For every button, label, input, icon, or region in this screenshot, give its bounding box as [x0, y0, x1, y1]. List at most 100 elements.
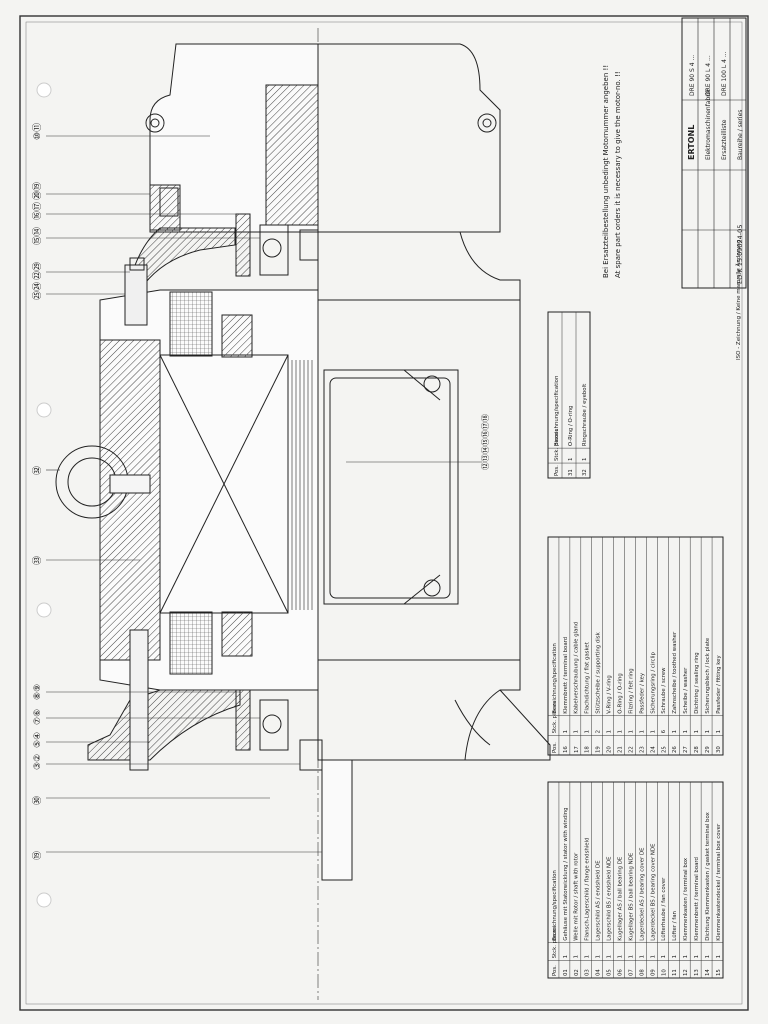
table-cell: Flansch-Lagerschild / flange endshield	[585, 837, 591, 940]
table-cell: 22	[628, 746, 634, 753]
table-cell: 1	[705, 730, 711, 733]
callouts-top: ⑩⑪ ⑳⑲ ⑯⑰ ⑮⑭ ㉒㉙ ㉕㉔	[32, 123, 260, 300]
parts-table-3: Pos.Stck. piecesBezeichnung/specificatio…	[547, 311, 591, 479]
table-header-cell: Stck. pieces	[552, 926, 558, 959]
table-cell: O-Ring / O-ring	[618, 673, 624, 714]
table-cell: 26	[672, 746, 678, 753]
table-cell: 1	[563, 955, 569, 958]
table-cell: 1	[694, 730, 700, 733]
table-header-cell: Pos.	[552, 742, 558, 753]
table-cell: 23	[639, 746, 645, 753]
table-cell: Sicherungsring / circlip	[650, 652, 656, 714]
table-cell: 1	[650, 955, 656, 958]
table-cell: 1	[683, 730, 689, 733]
table-cell: 01	[563, 969, 569, 976]
table-cell: 11	[672, 969, 678, 976]
table-cell: 1	[563, 730, 569, 733]
table-cell: 1	[716, 955, 722, 958]
table-cell: 1	[607, 955, 613, 958]
table-cell: Kabelverschraubung / cable gland	[574, 622, 580, 714]
table-cell: 09	[650, 969, 656, 976]
table-cell: 1	[672, 730, 678, 733]
company-name: ERTONL	[687, 125, 696, 160]
title-block: ERTONL Elektromaschinenfabrik Ersatzteil…	[681, 17, 747, 360]
callout-bottom-5: ㉚	[32, 796, 43, 805]
table-cell: 1	[568, 458, 574, 461]
table-cell: 1	[618, 730, 624, 733]
table-cell: Dichtung Klemmenkasten / gasket terminal…	[705, 811, 711, 940]
table-cell: 31	[568, 469, 574, 476]
table-cell: 1	[683, 955, 689, 958]
table-header-cell: Pos.	[554, 465, 560, 476]
table-cell: Dichtring / sealing ring	[694, 652, 700, 713]
type-1: DRE 90 S 4 ...	[689, 55, 696, 96]
table-cell: 1	[639, 730, 645, 733]
table-cell: 19	[596, 746, 602, 753]
callout-bottom-3: ⑤④	[33, 732, 43, 748]
table-cell: 13	[694, 969, 700, 976]
table-cell: Filzring / felt ring	[628, 668, 634, 713]
table-cell: Klemmenkastendeckel / terminal box cover	[716, 823, 722, 941]
table-cell: 17	[574, 746, 580, 753]
callouts-bottom: ⑧⑨ ⑦⑥ ⑤④ ③② ㉚ ⑲	[32, 684, 322, 860]
drawing-title: Ersatzteilliste	[721, 119, 728, 160]
table-cell: 1	[585, 955, 591, 958]
table-cell: 18	[585, 746, 591, 753]
table-cell: 03	[585, 969, 591, 976]
table-cell: 29	[705, 746, 711, 753]
table-cell: 14	[705, 969, 711, 976]
table-cell: 1	[672, 955, 678, 958]
motor-section	[55, 43, 353, 881]
table-cell: Ringschraube / eyebolt	[582, 384, 588, 446]
order-note-en: At spare part orders it is necessary to …	[614, 71, 622, 278]
table-cell: 07	[628, 969, 634, 976]
type-3: DRE 100 L 4 ...	[721, 51, 728, 96]
order-note-de: Bei Ersatzteilbestellung unbedingt Motor…	[602, 65, 610, 278]
callout-bottom-2: ⑦⑥	[33, 709, 43, 725]
table-cell: Lüfterhaube / fan cover	[661, 877, 667, 941]
callout-top-5: ㉒㉙	[32, 262, 43, 280]
drawing-subtitle: Baureihe / series	[737, 110, 744, 160]
table-cell: Passfeder / key	[639, 672, 645, 714]
table-cell: 1	[618, 955, 624, 958]
table-cell: Lüfter / fan	[672, 911, 678, 941]
table-cell: 24	[650, 746, 656, 753]
drawing-number: ED-K 15.09024-05	[736, 225, 744, 284]
table-cell: Lagerdeckel BS / bearing cover NDE	[650, 843, 656, 941]
table-cell: Sicherungsblech / lock plate	[705, 637, 711, 714]
table-cell: 1	[607, 730, 613, 733]
title-footer: ISO - Zeichnung / Keine manuelle Änderun…	[735, 240, 742, 360]
type-2: DRE 90 L 4 ...	[705, 55, 712, 96]
table-header-cell: Bezeichnung/specification	[554, 376, 560, 447]
table-cell: 10	[661, 969, 667, 976]
table-cell: 04	[596, 969, 602, 976]
table-cell: 06	[618, 969, 624, 976]
table-cell: 1	[596, 955, 602, 958]
table-cell: 27	[683, 746, 689, 753]
table-cell: Lagerschild AS / endshield DE	[596, 860, 602, 941]
table-cell: Zahnscheibe / toothed washer	[672, 631, 678, 714]
table-header-cell: Pos.	[552, 965, 558, 976]
callout-bottom-4: ③②	[33, 754, 43, 770]
table-cell: Flachdichtung / flat gasket	[585, 642, 591, 714]
table-cell: Klemmenkasten / terminal box	[683, 857, 689, 941]
callout-eyebolt: ㉜	[32, 466, 43, 475]
table-header-cell: Stck. pieces	[552, 701, 558, 734]
table-cell: Schraube / screw	[661, 667, 667, 714]
center-ring-label: ⑫⑬⑭⑮⑯⑰⑱	[481, 414, 490, 470]
table-cell: 08	[639, 969, 645, 976]
table-cell: 25	[661, 746, 667, 753]
table-header-cell: Bezeichnung/specification	[552, 870, 558, 941]
table-cell: 6	[661, 729, 667, 733]
table-cell: 1	[716, 730, 722, 733]
callout-top-4: ⑮⑭	[32, 227, 43, 245]
table-cell: 1	[585, 730, 591, 733]
table-cell: V-Ring / V-ring	[607, 675, 613, 714]
table-cell: 05	[607, 969, 613, 976]
parts-table-2: Pos.Stck. piecesBezeichnung/specificatio…	[547, 536, 724, 756]
table-cell: 21	[618, 746, 624, 753]
table-cell: Gehäuse mit Statorwicklung / stator with…	[563, 807, 569, 940]
table-cell: 15	[716, 969, 722, 976]
table-cell: Stützscheibe / supporting disk	[596, 631, 602, 713]
